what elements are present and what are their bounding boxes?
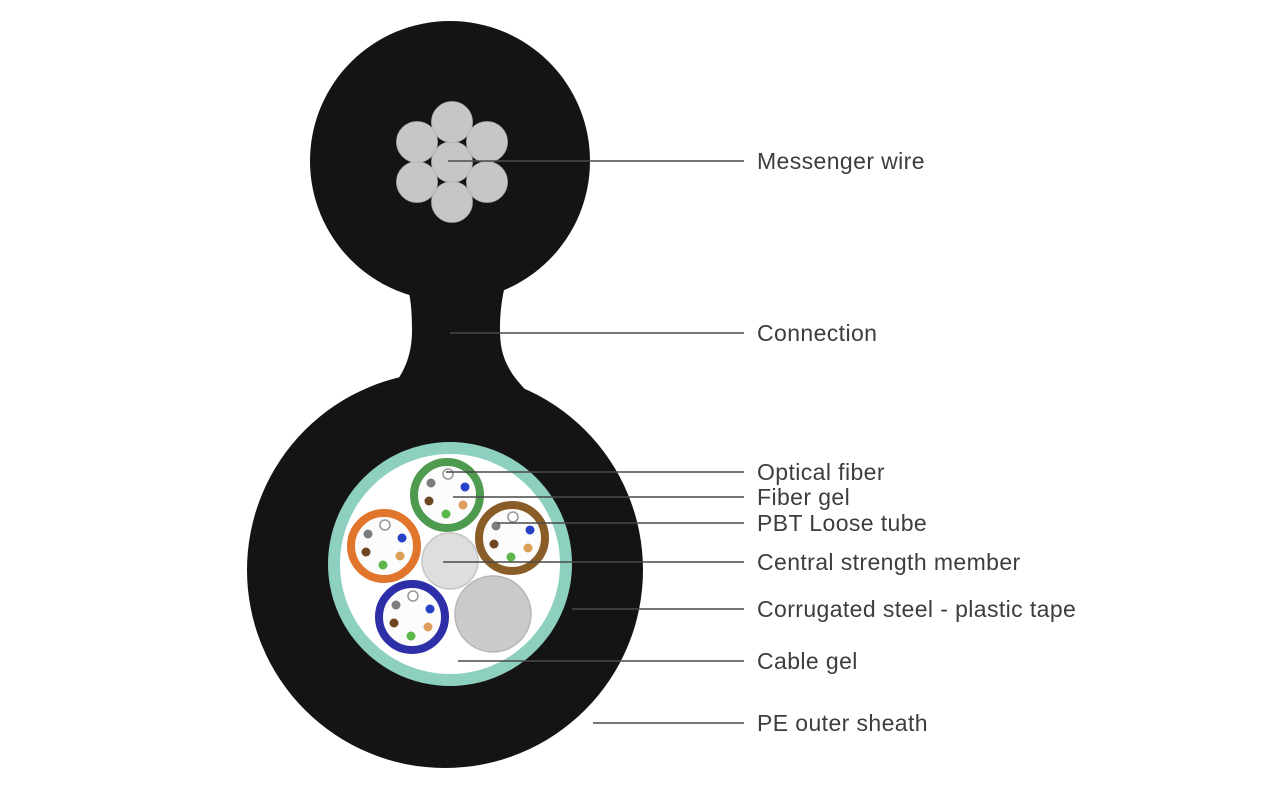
optical-fiber-dot-gray <box>391 600 401 610</box>
annotation-label: PBT Loose tube <box>757 510 927 536</box>
optical-fiber-dot-gray <box>363 529 373 539</box>
optical-fiber-dot-tan <box>458 500 468 510</box>
annotation-label: Messenger wire <box>757 148 925 174</box>
pbt-loose-tube-ring-orange <box>347 509 421 583</box>
optical-fiber-dot-brown <box>489 539 499 549</box>
pbt-loose-tube-ring-green <box>410 458 484 532</box>
annotation-label: Optical fiber <box>757 459 885 485</box>
fiber-gel-dot <box>442 468 454 480</box>
optical-fiber-dot-brown <box>389 618 399 628</box>
optical-fiber-dot-tan <box>395 551 405 561</box>
optical-fiber-dot-blue <box>460 482 470 492</box>
loose-tube-brown <box>475 501 549 575</box>
optical-fiber-dot-brown <box>424 496 434 506</box>
central-strength-member <box>421 532 479 590</box>
optical-fiber-dot-green <box>378 560 388 570</box>
annotation-label: Corrugated steel - plastic tape <box>757 596 1076 622</box>
optical-fiber-dot-blue <box>425 604 435 614</box>
messenger-strand <box>431 141 473 183</box>
annotation-label: Cable gel <box>757 648 858 674</box>
loose-tube-orange <box>347 509 421 583</box>
optical-fiber-dot-blue <box>525 525 535 535</box>
annotation-label: Connection <box>757 320 877 346</box>
optical-fiber-dot-tan <box>523 543 533 553</box>
optical-fiber-dot-gray <box>491 521 501 531</box>
loose-tube-blue <box>375 580 449 654</box>
messenger-strand <box>466 121 508 163</box>
filler-rod <box>454 575 532 653</box>
optical-fiber-dot-brown <box>361 547 371 557</box>
optical-fiber-dot-tan <box>423 622 433 632</box>
loose-tube-green <box>410 458 484 532</box>
messenger-strand <box>396 161 438 203</box>
pbt-loose-tube-ring-brown <box>475 501 549 575</box>
loose-tubes-group <box>347 458 549 654</box>
fiber-gel-dot <box>379 519 391 531</box>
fiber-gel-dot <box>407 590 419 602</box>
messenger-strand <box>431 101 473 143</box>
annotation-label: Fiber gel <box>757 484 850 510</box>
fiber-gel-dot <box>507 511 519 523</box>
connection-neck <box>384 252 532 396</box>
optical-fiber-dot-gray <box>426 478 436 488</box>
optical-fiber-dot-green <box>506 552 516 562</box>
messenger-wire-strands <box>396 101 508 223</box>
optical-fiber-dot-green <box>406 631 416 641</box>
annotation-label: PE outer sheath <box>757 710 928 736</box>
messenger-strand <box>396 121 438 163</box>
optical-fiber-dot-green <box>441 509 451 519</box>
optical-fiber-dot-blue <box>397 533 407 543</box>
messenger-strand <box>466 161 508 203</box>
annotation-label: Central strength member <box>757 549 1021 575</box>
pbt-loose-tube-ring-blue <box>375 580 449 654</box>
messenger-strand <box>431 181 473 223</box>
